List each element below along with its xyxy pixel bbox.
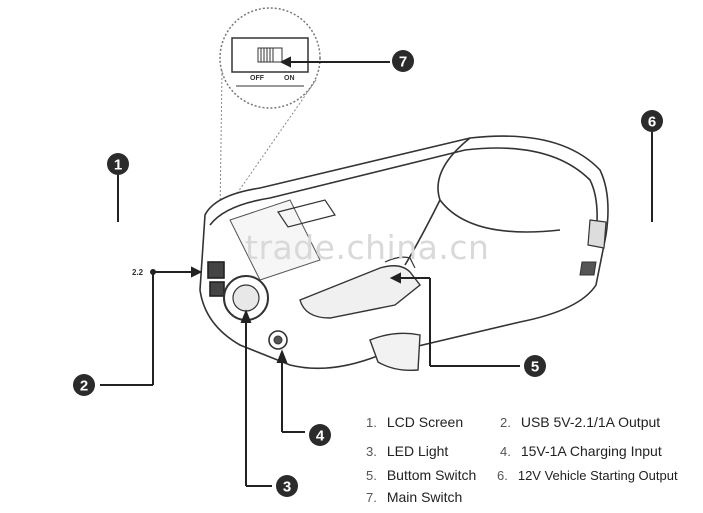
callout-6: 6	[641, 110, 663, 132]
legend-item-6: 6.12V Vehicle Starting Output	[497, 468, 678, 483]
legend-item-3: 3.LED Light	[366, 443, 449, 459]
svg-text:3: 3	[283, 479, 291, 496]
legend-item-7: 7.Main Switch	[366, 489, 463, 505]
svg-text:1: 1	[114, 157, 122, 174]
device-body	[199, 135, 609, 372]
callout-3: 3	[276, 475, 298, 497]
callout-2: 2	[73, 374, 95, 396]
switch-off-label: OFF	[250, 75, 265, 82]
usb-port-label: 2.2	[132, 268, 144, 277]
legend-item-5: 5.Buttom Switch	[366, 467, 477, 483]
svg-text:7: 7	[399, 54, 407, 71]
switch-ridges	[260, 48, 274, 62]
callout-5: 5	[524, 355, 546, 377]
callout-badges: 1 2 3 4 5 6 7	[73, 50, 663, 497]
svg-text:4: 4	[316, 428, 325, 445]
legend-item-4: 4.15V-1A Charging Input	[500, 443, 662, 459]
svg-text:5: 5	[531, 359, 539, 376]
callout-4: 4	[309, 424, 331, 446]
callout-1: 1	[107, 153, 129, 175]
svg-text:2: 2	[80, 378, 88, 395]
switch-on-label: ON	[284, 75, 295, 82]
legend-item-2: 2.USB 5V-2.1/1A Output	[500, 414, 661, 430]
watermark: trade.china.cn	[245, 228, 490, 267]
legend-item-1: 1.LCD Screen	[366, 414, 464, 430]
callout-7: 7	[392, 50, 414, 72]
svg-text:6: 6	[648, 114, 656, 131]
leader-lines	[100, 56, 653, 487]
